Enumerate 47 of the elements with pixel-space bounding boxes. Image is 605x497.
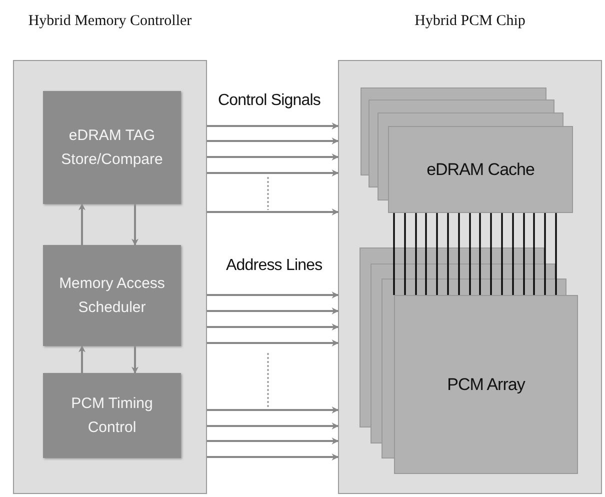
logic-block xyxy=(43,91,181,204)
arrow xyxy=(207,422,339,430)
memory-layer xyxy=(394,295,578,474)
arrow xyxy=(207,170,339,176)
arrow xyxy=(207,454,339,460)
block-label: eDRAM TAG Store/Compare xyxy=(60,126,164,170)
arrow xyxy=(132,346,138,374)
arrow xyxy=(207,438,339,444)
connection-line xyxy=(555,213,557,295)
arrow xyxy=(78,345,86,373)
logic-block xyxy=(43,373,181,458)
arrow xyxy=(132,204,138,246)
block-label: PCM Array xyxy=(447,374,525,394)
connection-line xyxy=(393,213,395,295)
arrow xyxy=(207,208,339,216)
arrow xyxy=(207,154,339,160)
connection-line xyxy=(469,213,471,295)
arrow xyxy=(207,308,339,314)
connection-line xyxy=(533,213,535,295)
connection-line xyxy=(436,213,438,295)
bus-label: Control Signals xyxy=(218,92,321,110)
arrow xyxy=(207,122,339,130)
logic-block xyxy=(43,245,181,346)
connection-line xyxy=(501,213,503,295)
connection-line xyxy=(490,213,492,295)
arrow xyxy=(78,203,86,245)
connection-line xyxy=(447,213,449,295)
memory-layer xyxy=(388,126,573,213)
panel-title: Hybrid Memory Controller xyxy=(27,13,193,30)
block-label: eDRAM Cache xyxy=(426,160,534,180)
block-label: PCM Timing Control xyxy=(70,394,154,438)
arrow xyxy=(207,138,339,144)
arrow xyxy=(207,406,339,414)
bus-label: Address Lines xyxy=(226,257,322,275)
connection-line xyxy=(544,213,546,295)
connection-line xyxy=(523,213,525,295)
connection-line xyxy=(458,213,460,295)
panel-title: Hybrid PCM Chip xyxy=(414,13,526,30)
connection-line xyxy=(425,213,427,295)
block-label: Memory Access Scheduler xyxy=(58,274,166,318)
connection-line xyxy=(512,213,514,295)
connection-line xyxy=(415,213,417,295)
connection-line xyxy=(404,213,406,295)
arrow xyxy=(207,324,339,330)
arrow xyxy=(207,292,339,298)
arrow xyxy=(207,340,339,346)
connection-line xyxy=(479,213,481,295)
